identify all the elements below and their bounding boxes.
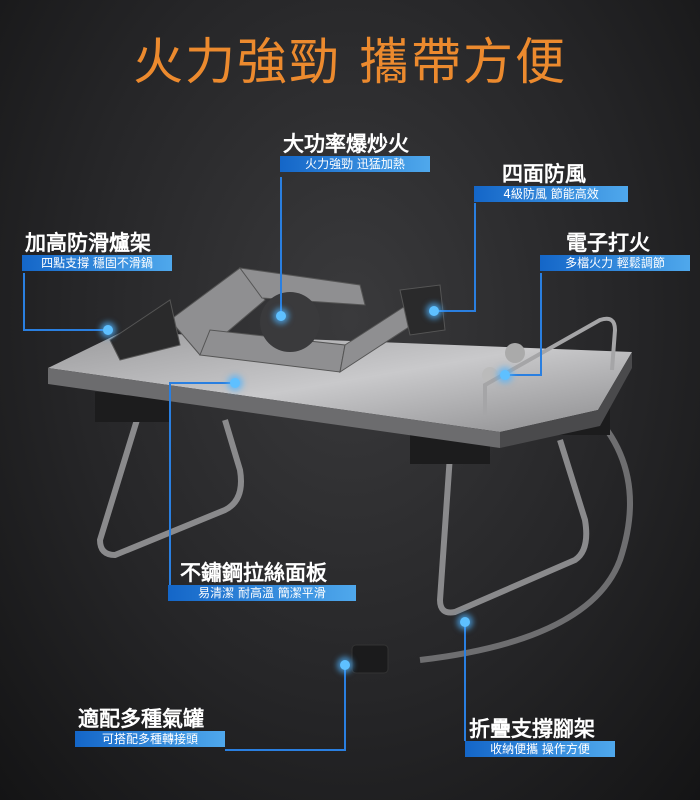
callout-subtitle: 可搭配多種轉接頭 <box>75 731 225 747</box>
hotspot-windshield <box>429 306 439 316</box>
pot-support <box>109 267 446 374</box>
gas-hose <box>419 407 633 663</box>
hotspot-pot-support <box>103 325 113 335</box>
hotspot-ignition <box>500 370 510 380</box>
callout-title: 大功率爆炒火 <box>283 132 409 156</box>
headline: 火力強勁 攜帶方便 <box>133 33 567 91</box>
ignition-knob <box>505 343 525 363</box>
callout-subtitle: 火力強勁 迅猛加熱 <box>280 156 430 172</box>
hotspot-panel <box>230 378 240 388</box>
side-rail <box>483 316 618 415</box>
callout-pot-support: 加高防滑爐架 四點支撐 穩固不滑鍋 <box>22 231 172 271</box>
callout-windproof: 四面防風 4級防風 節能高效 <box>474 162 628 202</box>
callout-title: 加高防滑爐架 <box>25 231 151 255</box>
hotspot-burner <box>276 311 286 321</box>
callout-folding-legs: 折疊支撐腳架 收納便攜 操作方便 <box>465 717 615 757</box>
callout-gas-canister: 適配多種氣罐 可搭配多種轉接頭 <box>75 707 225 747</box>
callout-high-power: 大功率爆炒火 火力強勁 迅猛加熱 <box>280 132 430 172</box>
callout-title: 電子打火 <box>566 231 650 255</box>
hotspot-gas-connector <box>340 660 350 670</box>
callout-title: 折疊支撐腳架 <box>469 717 595 741</box>
callout-subtitle: 四點支撐 穩固不滑鍋 <box>22 255 172 271</box>
callout-subtitle: 易清潔 耐高溫 簡潔平滑 <box>168 585 356 601</box>
callout-title: 四面防風 <box>502 162 586 186</box>
callout-title: 適配多種氣罐 <box>78 707 204 731</box>
callout-subtitle: 多檔火力 輕鬆調節 <box>540 255 690 271</box>
burner <box>260 292 320 352</box>
callout-title: 不鏽鋼拉絲面板 <box>180 561 327 585</box>
hotspot-legs <box>460 617 470 627</box>
callout-ignition: 電子打火 多檔火力 輕鬆調節 <box>540 231 690 271</box>
callout-stainless-panel: 不鏽鋼拉絲面板 易清潔 耐高溫 簡潔平滑 <box>168 561 356 601</box>
callout-subtitle: 4級防風 節能高效 <box>474 186 628 202</box>
gas-connector <box>351 644 389 674</box>
callout-subtitle: 收納便攜 操作方便 <box>465 741 615 757</box>
